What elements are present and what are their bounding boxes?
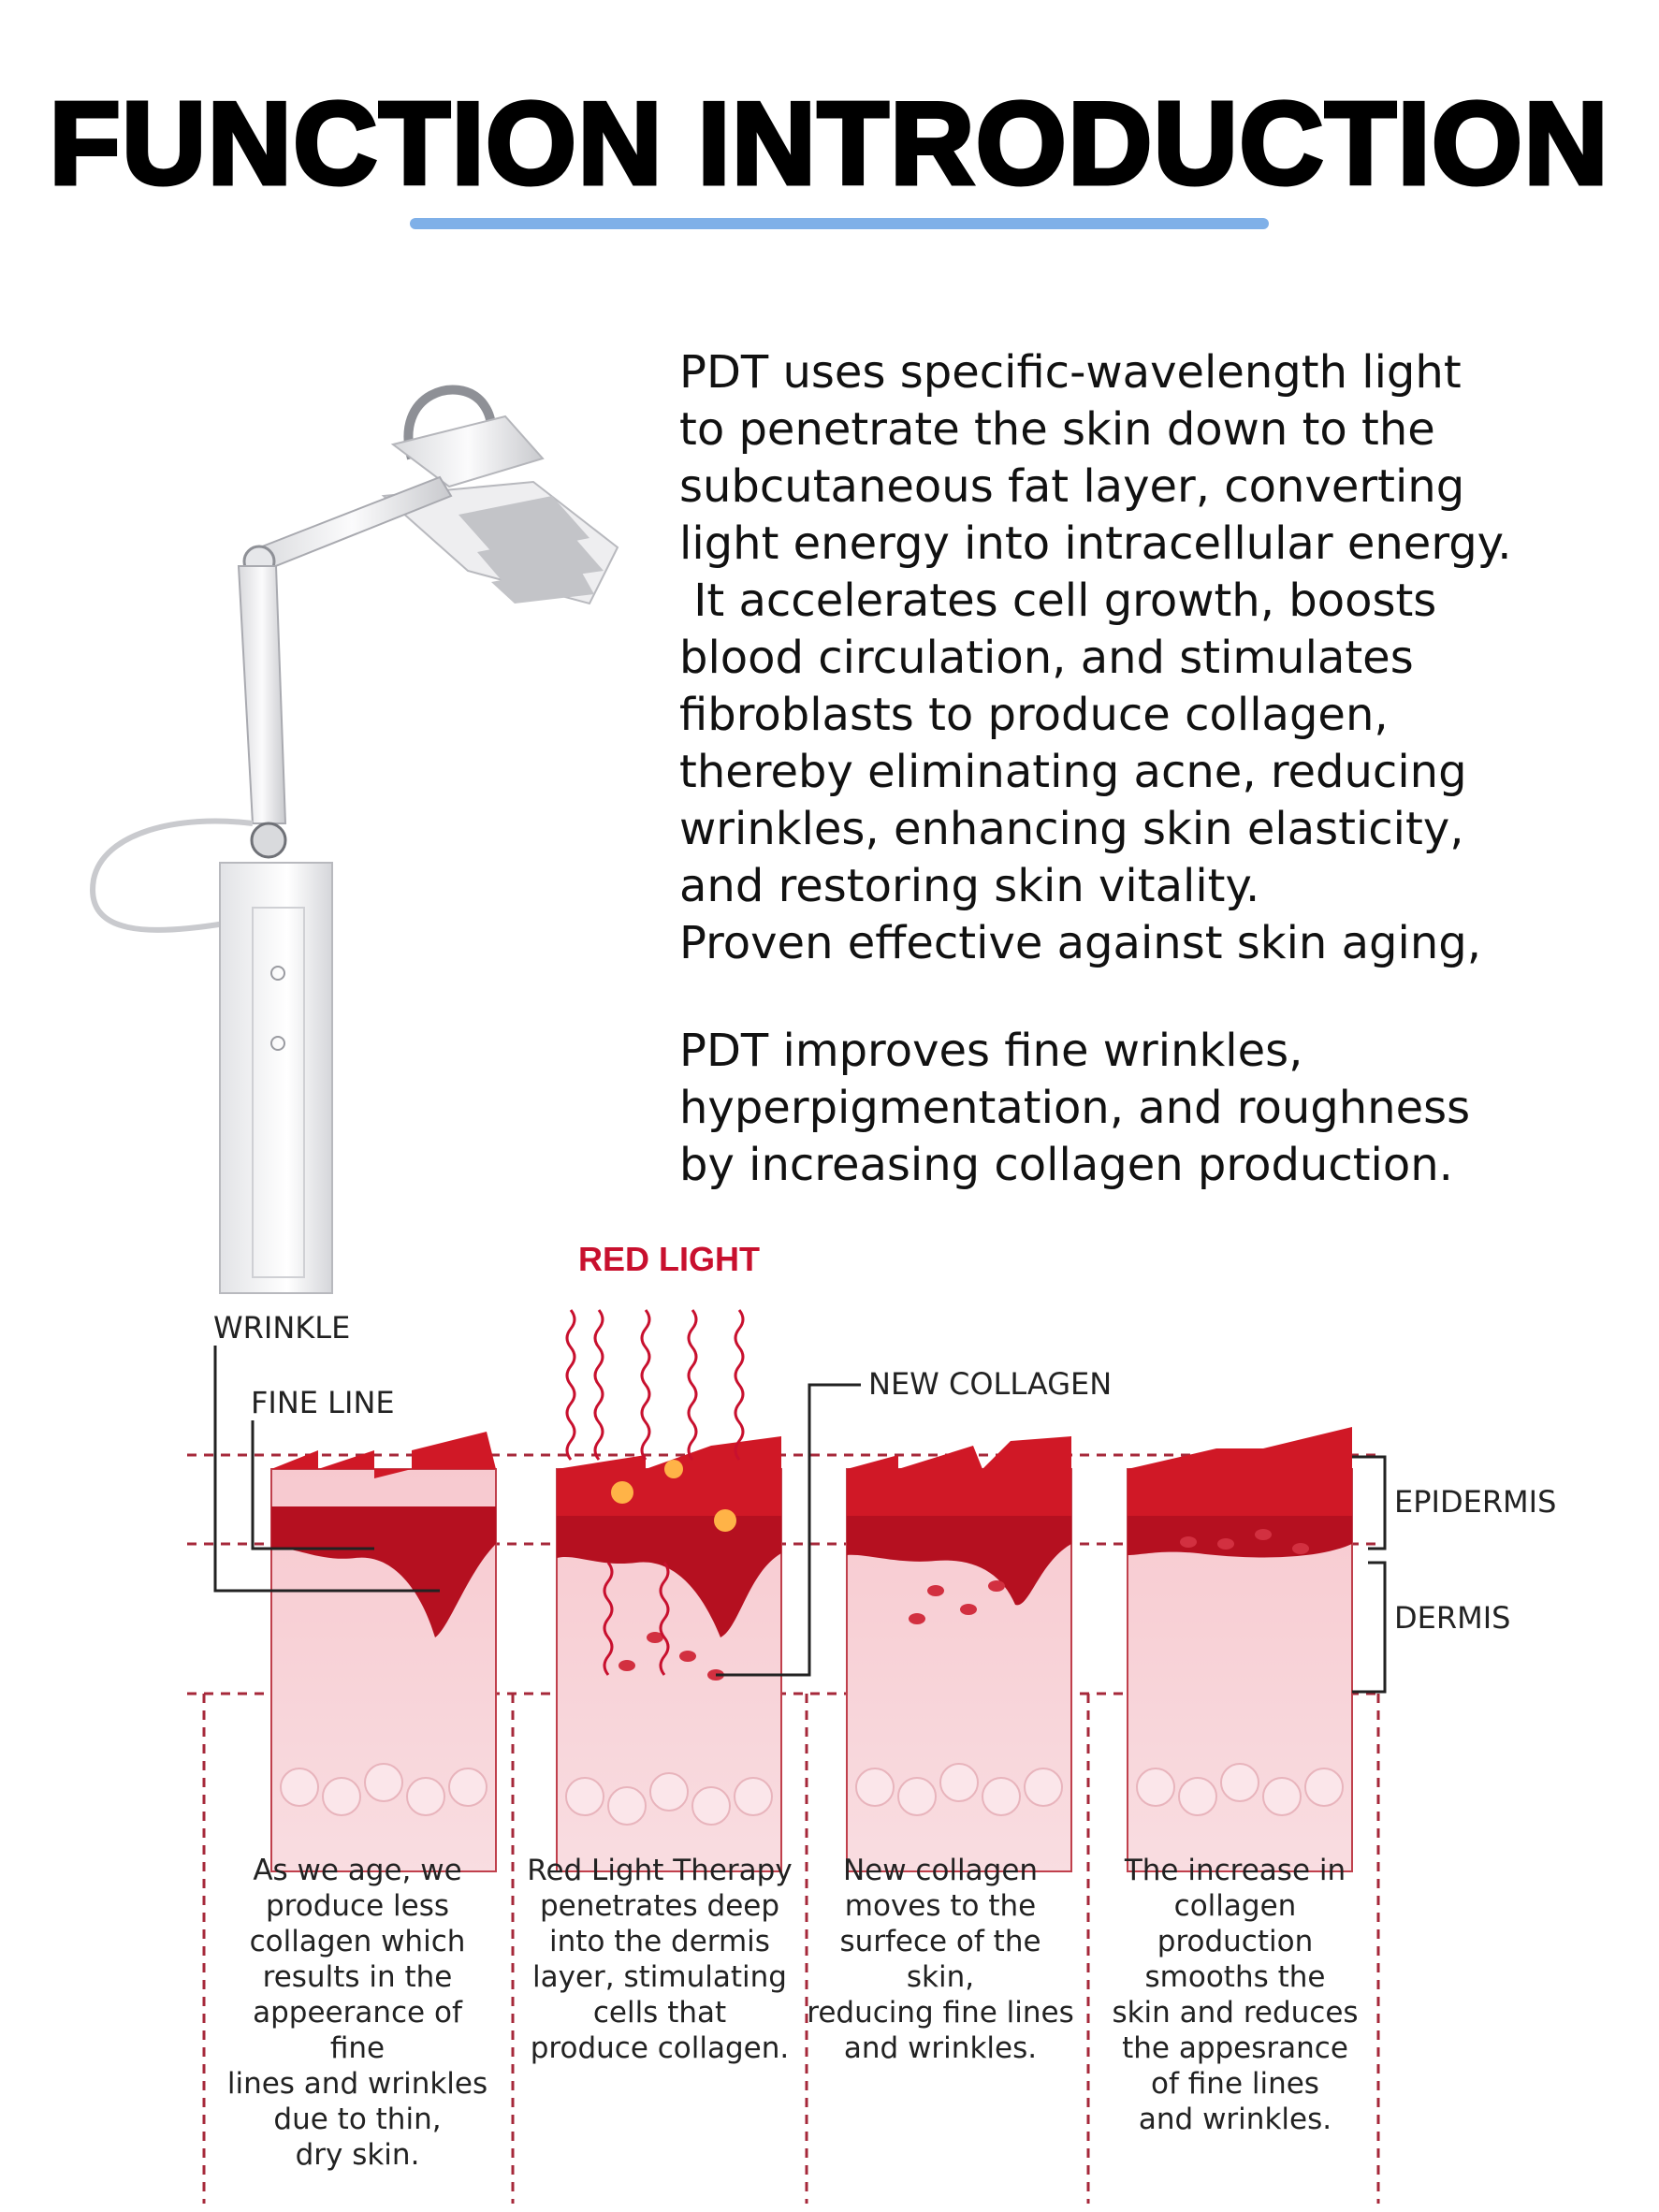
- caption-red-light-therapy: Red Light Therapy penetrates deep into t…: [527, 1854, 793, 2065]
- led-panel: [458, 496, 604, 604]
- caption-new-collagen: New collagen moves to the surfece of the…: [807, 1854, 1074, 2065]
- wrinkle-label: WRINKLE: [213, 1310, 350, 1346]
- skin-layers-diagram: RED LIGHT WRINKLE FINE LINE NEW COLLAGEN…: [187, 1240, 1556, 2204]
- red-light-label: RED LIGHT: [578, 1240, 760, 1278]
- title-underline: [410, 218, 1269, 229]
- epidermis-label: EPIDERMIS: [1394, 1484, 1556, 1520]
- page-title: FUNCTION INTRODUCTION: [47, 80, 1610, 209]
- caption-collagen-increase: The increase in collagen production smoo…: [1112, 1854, 1359, 2136]
- leader-lines: [213, 1346, 1387, 1694]
- fine-line-label: FINE LINE: [251, 1385, 395, 1420]
- pdt-device-illustration: [90, 385, 619, 1294]
- layer-guide-lines: [187, 1453, 1380, 2204]
- dermis-label: DERMIS: [1394, 1600, 1510, 1636]
- skin-block-3: [846, 1436, 1072, 1872]
- collagen-particles: [618, 1529, 1309, 1681]
- caption-aging: As we age, we produce less collagen whic…: [226, 1854, 488, 2172]
- new-collagen-label: NEW COLLAGEN: [868, 1366, 1112, 1402]
- fat-layer: [280, 1763, 1344, 1826]
- description-paragraph-1: PDT uses specific-wavelength light to pe…: [679, 346, 1512, 969]
- description-paragraph-2: PDT improves fine wrinkles, hyperpigment…: [679, 1025, 1471, 1191]
- light-glow: [611, 1460, 736, 1532]
- red-light-waves: [565, 1309, 745, 1676]
